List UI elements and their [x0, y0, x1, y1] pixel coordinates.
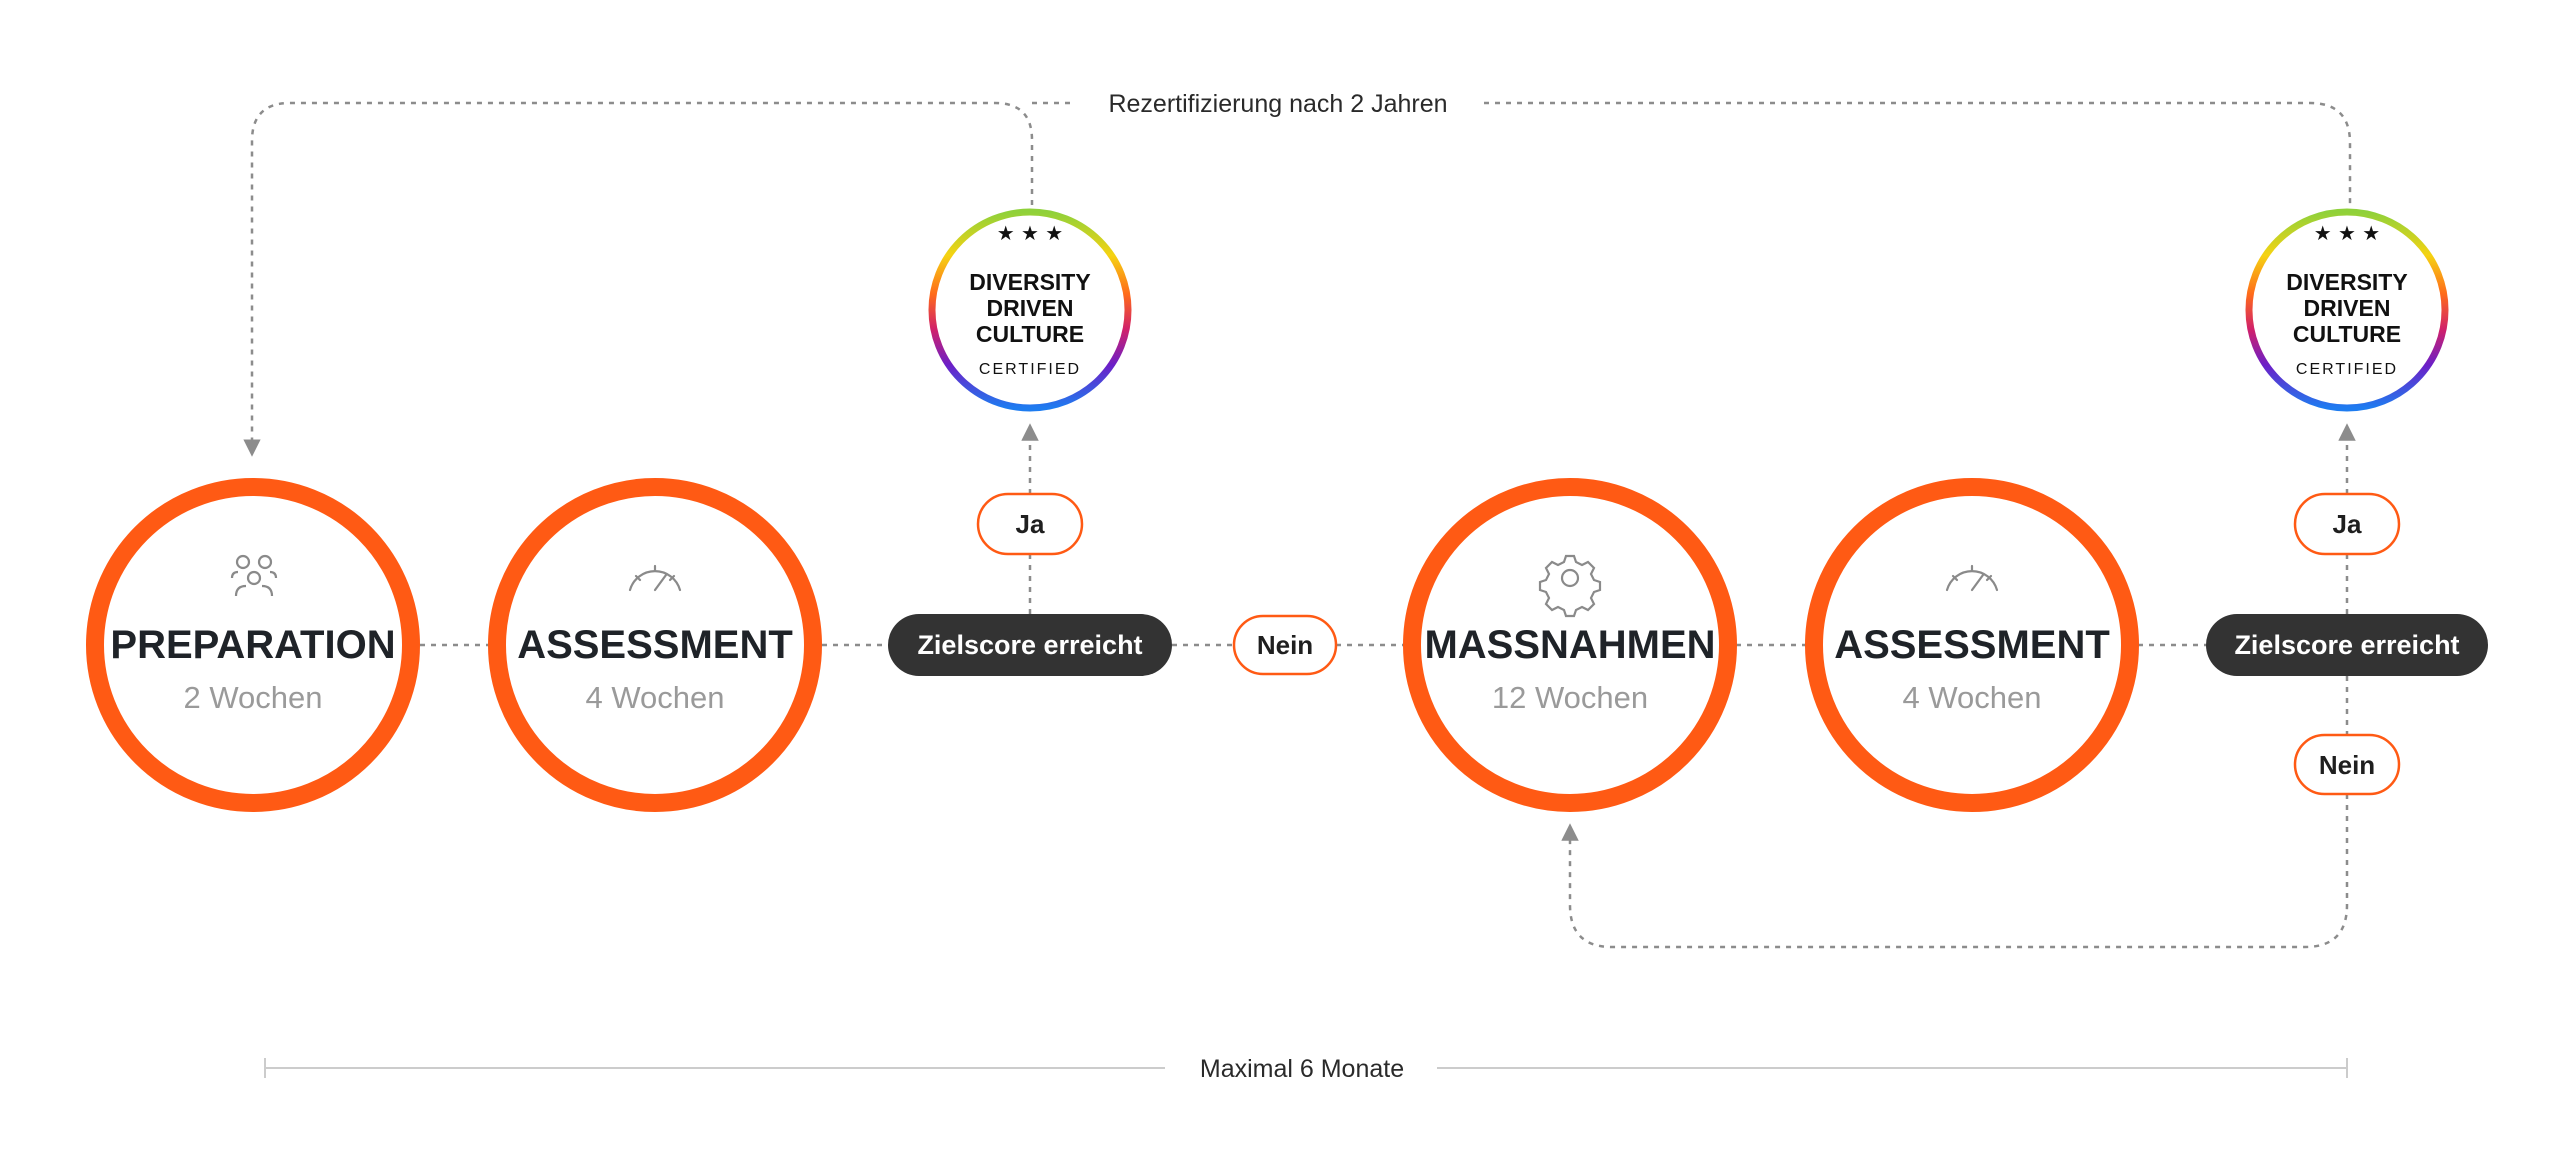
badge-line-1: DIVERSITY [2286, 269, 2407, 295]
recert-loop-left [243, 101, 1034, 457]
badge-certified: CERTIFIED [979, 361, 1081, 378]
certification-badge-1: ★ ★ ★ DIVERSITY DRIVEN CULTURE CERTIFIED [928, 208, 1132, 412]
phase-duration: 4 Wochen [585, 680, 724, 715]
answer-nein-1: Nein [1232, 614, 1338, 676]
certification-badge-2: ★ ★ ★ DIVERSITY DRIVEN CULTURE CERTIFIED [2245, 208, 2449, 412]
answer-nein-2: Nein [2293, 733, 2401, 796]
decision-1: Zielscore erreicht [888, 614, 1172, 676]
answer-ja-2: Ja [2293, 492, 2401, 556]
badge-line-3: CULTURE [2293, 321, 2401, 347]
phase-preparation: PREPARATION 2 Wochen [86, 478, 420, 812]
badge-line-3: CULTURE [976, 321, 1084, 347]
answer-label: Ja [1016, 509, 1045, 539]
phase-ring [86, 478, 420, 812]
answer-label: Ja [2333, 509, 2362, 539]
badge-stars: ★ ★ ★ [997, 221, 1064, 245]
phase-name: ASSESSMENT [1834, 623, 2110, 667]
decision-label: Zielscore erreicht [917, 630, 1142, 660]
answer-pill [2293, 492, 2401, 556]
decision-pill [2206, 614, 2488, 676]
phase-ring [488, 478, 822, 812]
phase-duration: 2 Wochen [183, 680, 322, 715]
gauge-icon [1945, 564, 1999, 592]
phase-assessment-2: ASSESSMENT 4 Wochen [1805, 478, 2139, 812]
connector-lines [243, 101, 2356, 949]
answer-pill [2293, 733, 2401, 796]
loop-back-massnahmen [1561, 794, 2349, 949]
decision-label: Zielscore erreicht [2234, 630, 2459, 660]
decision-2: Zielscore erreicht [2206, 614, 2488, 676]
badge-line-2: DRIVEN [987, 295, 1074, 321]
badge-stars: ★ ★ ★ [2314, 221, 2381, 245]
badge-ring [2245, 208, 2449, 412]
phase-ring [1403, 478, 1737, 812]
phase-massnahmen: MASSNAHMEN 12 Wochen [1403, 478, 1737, 812]
phase-assessment-1: ASSESSMENT 4 Wochen [488, 478, 822, 812]
recert-label: Rezertifizierung nach 2 Jahren [1108, 90, 1447, 118]
timeline-label: Maximal 6 Monate [1200, 1055, 1404, 1083]
phase-duration: 12 Wochen [1492, 680, 1648, 715]
answer-label: Nein [2319, 750, 2375, 780]
answer-ja-1: Ja [976, 492, 1084, 556]
phase-name: PREPARATION [110, 623, 395, 667]
phase-ring [1805, 478, 2139, 812]
badge-ring [928, 208, 1132, 412]
phase-duration: 4 Wochen [1902, 680, 2041, 715]
people-icon [230, 554, 278, 597]
timeline-bracket [264, 1058, 2348, 1078]
gear-icon [1538, 554, 1602, 618]
decision-pill [888, 614, 1172, 676]
badge-line-2: DRIVEN [2304, 295, 2391, 321]
gauge-icon [628, 564, 682, 592]
badge-certified: CERTIFIED [2296, 361, 2398, 378]
phase-name: ASSESSMENT [517, 623, 793, 667]
answer-label: Nein [1257, 630, 1313, 660]
answer-pill [976, 492, 1084, 556]
recert-loop-right [1484, 101, 2352, 205]
answer-pill [1232, 614, 1338, 676]
badge-line-1: DIVERSITY [969, 269, 1090, 295]
phase-name: MASSNAHMEN [1424, 623, 1715, 667]
